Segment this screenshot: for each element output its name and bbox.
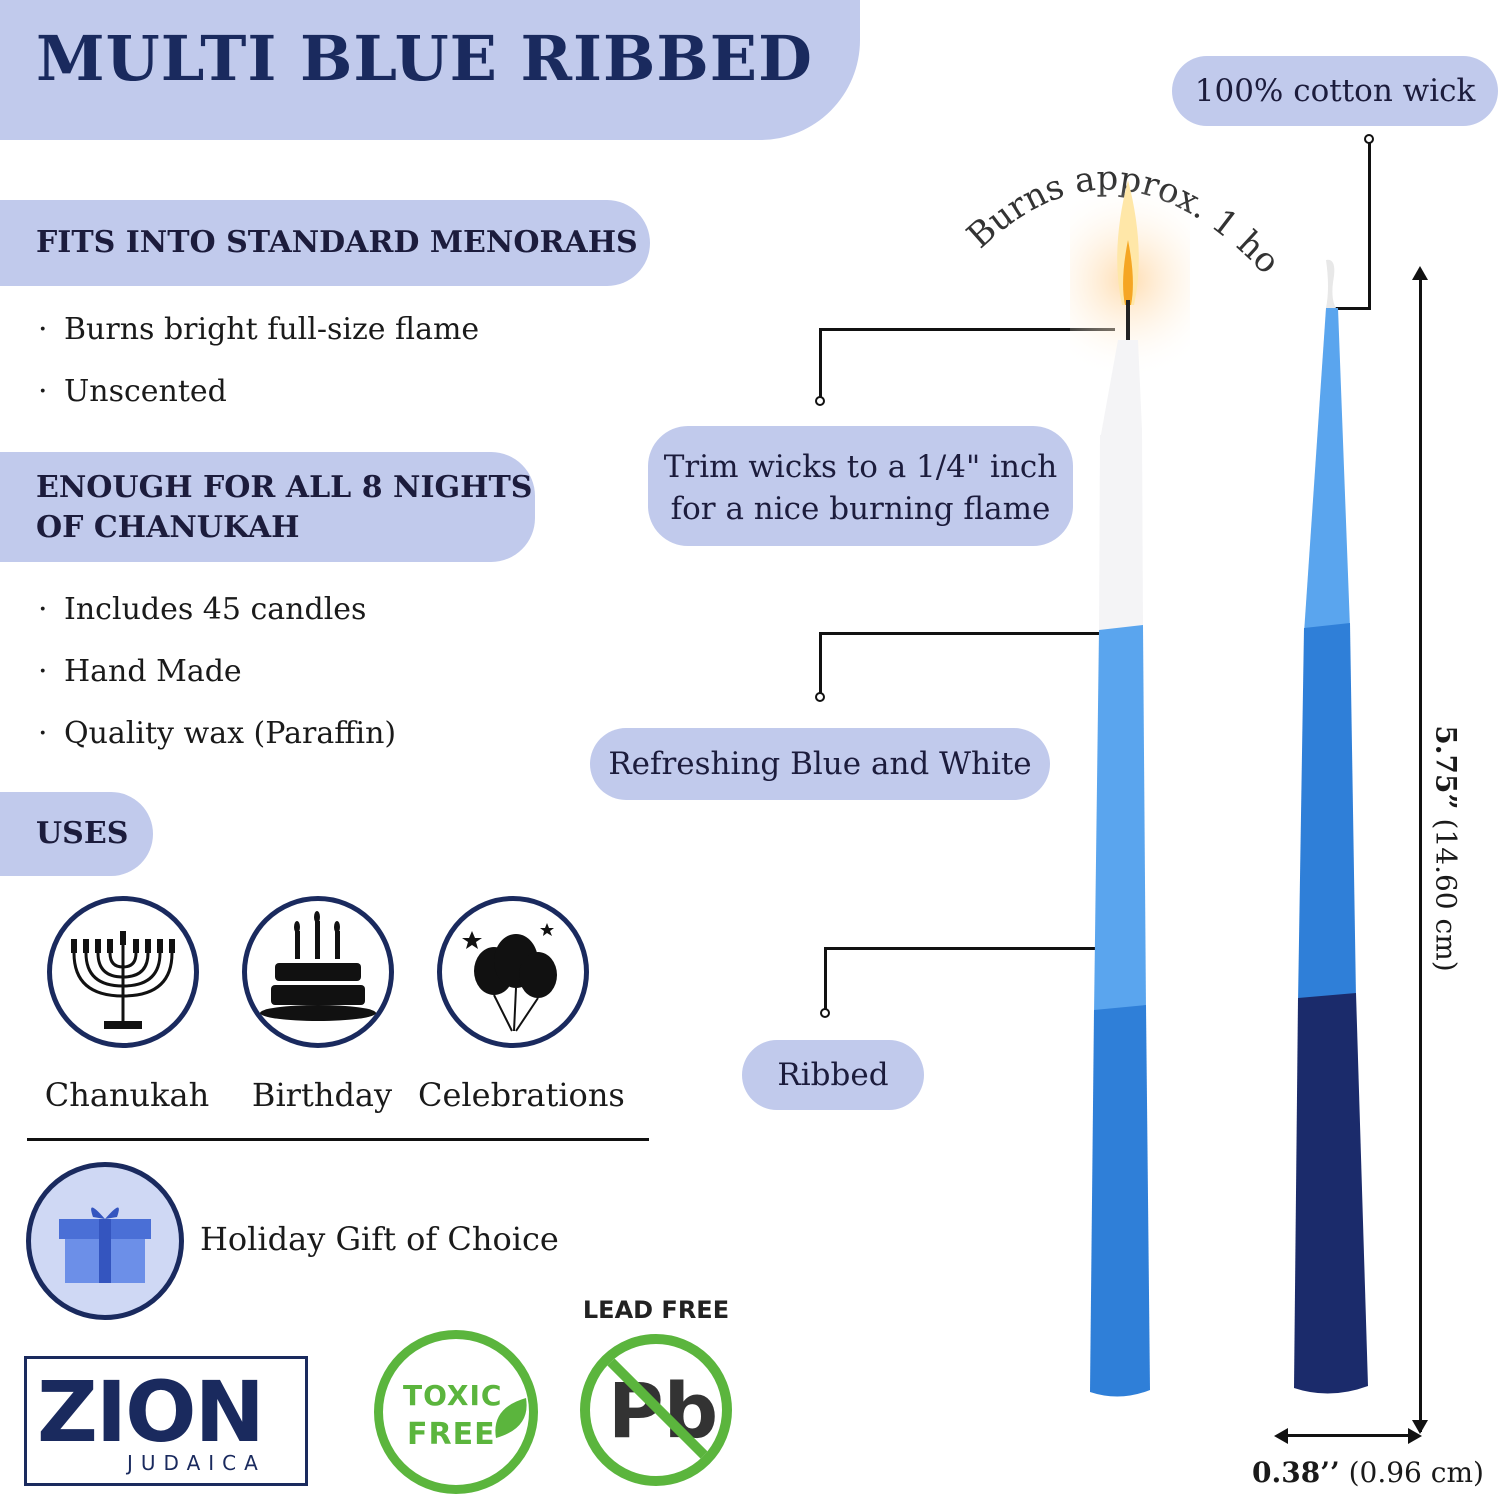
menorah-icon [47,896,199,1048]
wick-leader-v [1368,140,1371,310]
list-item: ·Hand Made [38,654,242,689]
list-item: ·Unscented [38,374,227,409]
brand-sub: JUDAICA [127,1451,266,1475]
wick-callout: 100% cotton wick [1172,56,1498,126]
fits-heading: FITS INTO STANDARD MENORAHS [0,200,650,286]
ribbed-leader-dot [820,1008,830,1018]
wick-leader-h [1335,307,1371,310]
ribbed-leader-h [824,947,1102,950]
height-label: 5.75” (14.60 cm) [1430,699,1463,999]
trim-line1: Trim wicks to a 1/4" inch [663,449,1058,485]
trim-leader-dot [815,396,825,406]
color-leader-h [819,632,1099,635]
width-arrow-right [1408,1428,1422,1444]
wick-leader-dot [1364,134,1374,144]
bullet-text: Hand Made [64,654,242,689]
uses-heading: USES [0,792,153,876]
width-value: 0.38’’ [1252,1456,1340,1489]
lead-free-caption: LEAD FREE [582,1296,730,1324]
width-label: 0.38’’ (0.96 cm) [1252,1456,1484,1489]
width-arrow-line [1280,1434,1416,1437]
trim-leader-h [819,328,1115,331]
trim-leader-v [819,328,822,398]
page-title: MULTI BLUE RIBBED [36,22,813,95]
lead-free-badge: Pb [580,1334,732,1486]
color-callout: Refreshing Blue and White [590,728,1050,800]
height-arrow-top [1412,266,1428,280]
divider [27,1138,649,1141]
bullet-text: Includes 45 candles [64,592,367,627]
ribbed-leader-v [824,947,827,1009]
brand-name: ZION [37,1363,265,1461]
gift-label: Holiday Gift of Choice [200,1220,559,1258]
width-metric: (0.96 cm) [1339,1456,1484,1489]
balloons-icon [437,896,589,1048]
color-leader-dot [815,692,825,702]
enough-heading-line1: ENOUGH FOR ALL 8 NIGHTS [36,470,533,505]
list-item: ·Includes 45 candles [38,592,367,627]
list-item: ·Burns bright full-size flame [38,312,480,347]
enough-heading-line2: OF CHANUKAH [36,510,300,545]
toxic-free-badge: TOXIC FREE [374,1330,538,1494]
height-arrow-line [1419,272,1422,1432]
leaf-icon [495,1398,527,1438]
use-label-birthday: Birthday [251,1076,393,1114]
candle-right [1294,259,1368,1394]
bullet-text: Unscented [64,374,227,409]
enough-heading: ENOUGH FOR ALL 8 NIGHTS OF CHANUKAH [0,452,535,562]
list-item: ·Quality wax (Paraffin) [38,716,397,751]
fits-heading-text: FITS INTO STANDARD MENORAHS [36,225,638,260]
gift-box-icon [26,1162,184,1320]
zion-judaica-logo: ZION JUDAICA [24,1356,308,1486]
use-label-chanukah: Chanukah [44,1076,210,1114]
width-arrow-left [1274,1428,1288,1444]
toxic-text: TOXIC [403,1379,503,1412]
ribbed-callout: Ribbed [742,1040,924,1110]
trim-callout: Trim wicks to a 1/4" inch for a nice bur… [648,426,1073,546]
free-text: FREE [407,1417,496,1452]
height-metric: (14.60 cm) [1429,809,1463,972]
use-label-celebrations: Celebrations [418,1076,625,1114]
title-banner: MULTI BLUE RIBBED [0,0,860,140]
color-leader-v [819,632,822,694]
birthday-cake-icon [242,896,394,1048]
trim-line2: for a nice burning flame [670,491,1051,527]
uses-heading-text: USES [36,816,129,851]
bullet-text: Burns bright full-size flame [64,312,480,347]
bullet-text: Quality wax (Paraffin) [64,716,397,751]
candle-left [1070,180,1190,1397]
height-value: 5.75” [1429,725,1463,810]
